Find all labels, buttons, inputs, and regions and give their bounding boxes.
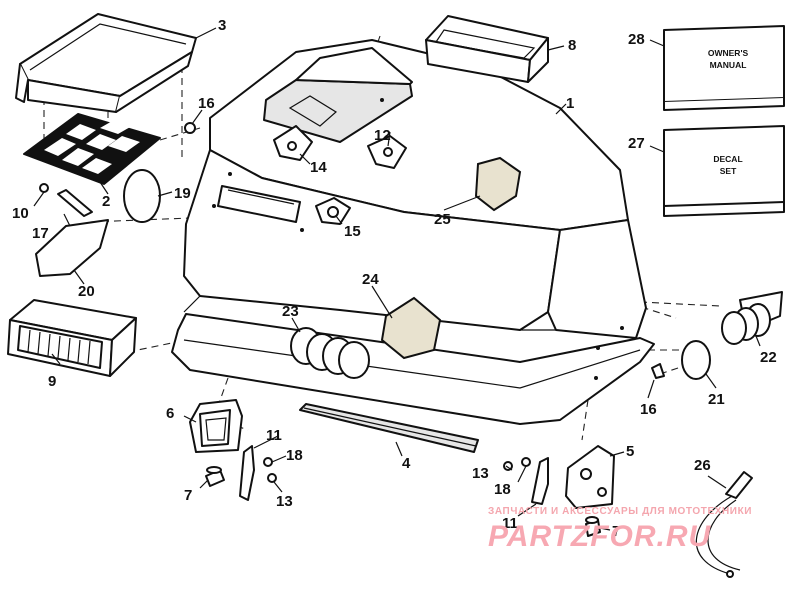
callout-19: 19 — [174, 185, 191, 202]
callout-3: 3 — [218, 17, 226, 34]
callout-16-top: 16 — [198, 95, 215, 112]
engine-cowl-part-1 — [171, 39, 655, 425]
watermark-tagline: ЗАПЧАСТИ И АКСЕССУАРЫ ДЛЯ МОТОТЕХНИКИ — [488, 506, 752, 517]
callout-7-left: 7 — [184, 487, 192, 504]
decal-set-box-part-27: DECAL SET — [663, 125, 785, 217]
screw-part-16-top — [184, 122, 196, 134]
owners-manual-line2: MANUAL — [710, 60, 747, 70]
callout-13-left: 13 — [276, 493, 293, 510]
owners-manual-box-part-28: OWNER'S MANUAL — [663, 25, 785, 111]
callout-10: 10 — [12, 205, 29, 222]
callout-6: 6 — [166, 405, 174, 422]
clip-part-11-right — [531, 457, 549, 505]
grille-gasket-part-2 — [23, 113, 161, 185]
callout-15: 15 — [344, 223, 361, 240]
callout-18-right: 18 — [494, 481, 511, 498]
washer-part-18-left — [263, 457, 273, 467]
callout-14: 14 — [310, 159, 327, 176]
round-decal-part-19 — [123, 169, 161, 223]
callout-28: 28 — [628, 31, 645, 48]
callout-26: 26 — [694, 457, 711, 474]
callout-5: 5 — [626, 443, 634, 460]
callout-21: 21 — [708, 391, 725, 408]
owners-manual-line1: OWNER'S — [708, 48, 749, 58]
callout-numbers: 3 2 1 8 16 12 14 15 25 19 10 17 20 9 24 … — [12, 17, 777, 540]
seal-strip-part-4 — [299, 403, 479, 453]
latch-part-15 — [315, 197, 351, 225]
latch-part-12 — [367, 135, 407, 169]
screw-part-10 — [39, 183, 49, 193]
round-decals-part-23 — [290, 327, 370, 379]
callout-9: 9 — [48, 373, 56, 390]
callout-7-right: 7 — [612, 523, 620, 540]
grommet-part-7-left — [205, 466, 225, 487]
callout-11-left: 11 — [266, 427, 282, 444]
callout-8: 8 — [568, 37, 576, 54]
round-decal-part-21 — [681, 340, 711, 380]
callout-leader-lines — [33, 27, 761, 531]
emblem-part-24 — [380, 296, 442, 360]
latch-bracket-part-6 — [189, 399, 243, 453]
watermark-logo-text: PARTZFOR.RU — [488, 520, 712, 553]
screw-part-16-right — [651, 363, 665, 379]
callout-16-right: 16 — [640, 401, 657, 418]
clip-part-11-left — [239, 445, 255, 501]
washer-part-18-right — [521, 457, 531, 467]
decal-set-line2: SET — [720, 166, 737, 176]
callout-13-right: 13 — [472, 465, 489, 482]
callout-20: 20 — [78, 283, 95, 300]
decal-set-line1: DECAL — [713, 154, 742, 164]
emblem-part-25 — [474, 156, 522, 212]
callout-22: 22 — [760, 349, 777, 366]
cable-part-26 — [695, 471, 753, 578]
callout-27: 27 — [628, 135, 645, 152]
top-cover-part-3 — [15, 13, 197, 113]
callout-2: 2 — [102, 193, 110, 210]
callout-12: 12 — [374, 127, 391, 144]
decal-part-20 — [35, 219, 109, 277]
callout-4: 4 — [402, 455, 411, 472]
callout-17: 17 — [32, 225, 49, 242]
latch-part-14 — [273, 125, 313, 161]
front-grille-part-9 — [7, 299, 137, 377]
callout-1: 1 — [566, 95, 574, 112]
rear-handle-part-8 — [425, 15, 549, 83]
latch-plate-part-5 — [565, 445, 615, 509]
callout-11-right: 11 — [502, 515, 518, 532]
decal-part-22 — [721, 291, 783, 345]
watermark: ЗАПЧАСТИ И АКСЕССУАРЫ ДЛЯ МОТОТЕХНИКИ PA… — [488, 506, 752, 553]
callout-18-left: 18 — [286, 447, 303, 464]
callout-24: 24 — [362, 271, 379, 288]
pin-part-17 — [57, 189, 93, 217]
screw-part-13-left — [267, 473, 277, 483]
grommet-part-7-right — [585, 516, 601, 537]
callout-23: 23 — [282, 303, 299, 320]
callout-25: 25 — [434, 211, 451, 228]
